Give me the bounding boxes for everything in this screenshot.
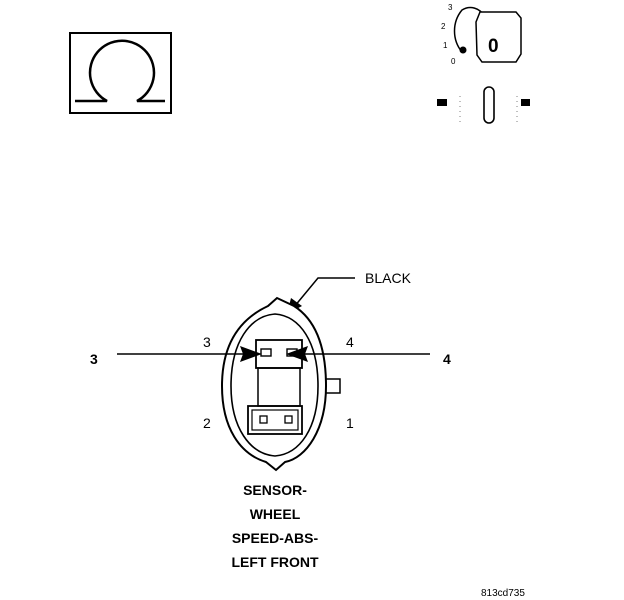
pin-label-bottom-left: 2 — [203, 415, 211, 431]
ignition-position-2: 2 — [441, 22, 446, 31]
connector-shell-outer — [220, 296, 328, 472]
color-leader-line — [293, 277, 355, 308]
caption-line-2: WHEEL — [250, 506, 301, 522]
ignition-position-0: 0 — [451, 57, 456, 66]
ignition-position-1: 1 — [443, 41, 448, 50]
ohmmeter-symbol — [69, 32, 172, 114]
terminal-pin-3-slot — [260, 348, 272, 357]
sensor-connector — [220, 296, 341, 472]
pin-label-bottom-right: 1 — [346, 415, 354, 431]
outer-pin-label-left: 3 — [90, 351, 98, 367]
ohm-icon — [75, 39, 165, 103]
key-pointer-dot — [459, 46, 467, 54]
caption-line-3: SPEED-ABS- — [232, 530, 319, 546]
caption-line-4: LEFT FRONT — [231, 554, 319, 570]
color-callout: BLACK — [287, 270, 412, 314]
ignition-position-3: 3 — [448, 3, 453, 12]
caption-line-1: SENSOR- — [243, 482, 307, 498]
connector-color-label: BLACK — [365, 270, 412, 286]
terminal-pin-2-slot — [259, 415, 268, 424]
test-lead-left-arrowhead — [240, 346, 262, 362]
connector-latch-tab — [326, 378, 341, 394]
open-connector-symbol — [437, 86, 530, 124]
pin-label-top-left: 3 — [203, 334, 211, 350]
ignition-key-symbol: 3 2 1 0 0 — [441, 3, 522, 66]
test-leads — [117, 346, 430, 362]
terminal-cavity-bottom — [247, 405, 303, 435]
figure-id: 813cd735 — [481, 588, 525, 599]
connector-shell-inner — [230, 313, 319, 457]
pin-label-top-right: 4 — [346, 334, 354, 350]
ohmmeter-frame — [69, 32, 172, 114]
connector-terminal-left-icon — [437, 99, 447, 106]
test-lead-right-arrowhead — [286, 346, 308, 362]
outer-pin-label-right: 4 — [443, 351, 451, 367]
key-position-label: 0 — [488, 36, 499, 57]
key-blade-icon — [475, 11, 522, 63]
connector-terminal-right-icon — [521, 99, 530, 106]
terminal-pin-1-slot — [284, 415, 293, 424]
key-head-outline — [453, 6, 485, 53]
terminal-cavity-bottom-inner — [251, 409, 299, 431]
component-caption: SENSOR- WHEEL SPEED-ABS- LEFT FRONT — [231, 482, 319, 570]
connector-slot-icon — [483, 86, 495, 124]
